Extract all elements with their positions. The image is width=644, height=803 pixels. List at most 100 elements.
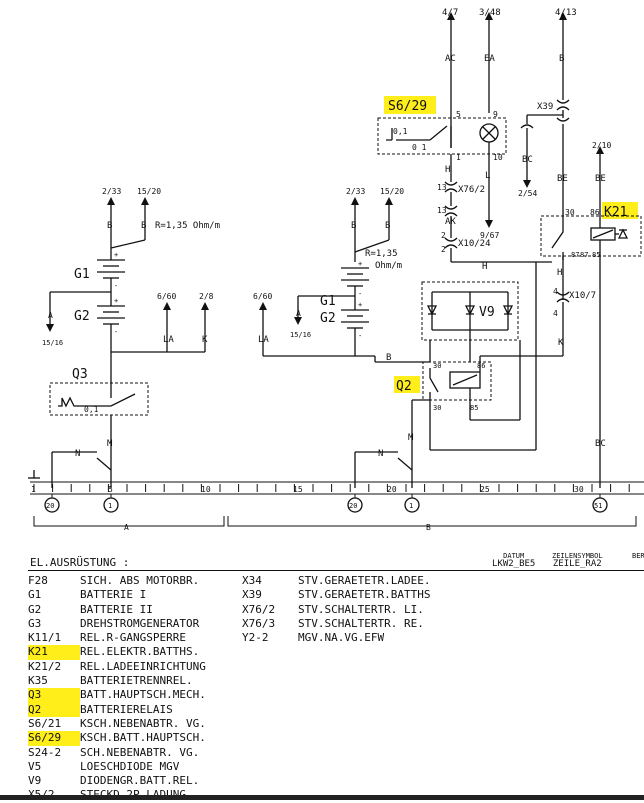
ref-233-m: 2/33 <box>346 187 365 196</box>
svg-text:H: H <box>557 268 562 278</box>
q2-highlight <box>394 376 420 393</box>
component-legend: EL.AUSRÜSTUNG : DATUM LKW2_BE5 ZEILENSYM… <box>0 548 644 803</box>
legend-row: G2 BATTERIE II <box>28 603 206 617</box>
wiring-schematic: 4/7 3/48 4/13 AC EA B S6/29 5 9 0,1 0 1 … <box>28 8 644 532</box>
k21-relay-box <box>540 215 642 257</box>
q3-switch-contact <box>58 386 136 408</box>
legend-code: X76/3 <box>242 616 276 630</box>
svg-text:K: K <box>202 335 208 345</box>
legend-code: G3 <box>28 616 42 630</box>
svg-text:A: A <box>48 311 53 320</box>
svg-text:10: 10 <box>493 153 503 162</box>
legend-code: G2 <box>28 602 42 616</box>
x107-label: X10/7 <box>569 291 596 301</box>
svg-text:30: 30 <box>433 362 441 370</box>
svg-text:0 1: 0 1 <box>412 143 427 152</box>
svg-text:5: 5 <box>456 110 461 119</box>
ref-1520-m: 15/20 <box>380 187 404 196</box>
svg-text:-: - <box>358 332 362 340</box>
ref-top-2: 3/48 <box>479 8 501 18</box>
svg-text:2: 2 <box>441 245 446 254</box>
legend-rule <box>28 570 644 571</box>
svg-text:2: 2 <box>441 231 446 240</box>
svg-text:M: M <box>408 433 414 443</box>
ref-660-l: 6/60 <box>157 292 176 301</box>
svg-text:1: 1 <box>31 485 36 494</box>
x762-connector <box>444 181 458 186</box>
g2-mid-label: G2 <box>320 311 336 326</box>
legend-code: S24-2 <box>28 745 62 759</box>
ref-254: 2/54 <box>518 189 537 198</box>
svg-text:A: A <box>296 309 301 318</box>
legend-code: Q2 <box>28 702 80 717</box>
column-ruler: 1 5 10 15 20 25 30 20 1 20 1 51 A B <box>30 481 644 532</box>
svg-text:Ohm/m: Ohm/m <box>375 261 402 271</box>
ref-28: 2/8 <box>199 292 214 301</box>
svg-text:N: N <box>378 449 383 459</box>
legend-code: K21 <box>28 645 80 660</box>
svg-text:B: B <box>107 221 112 231</box>
legend-code: G1 <box>28 588 42 602</box>
g1-left-label: G1 <box>74 267 90 282</box>
ref-top-3: 4/13 <box>555 8 577 18</box>
legend-description: STV.GERAETETR.BATTHS <box>298 588 431 602</box>
svg-text:87: 87 <box>580 251 588 259</box>
legend-description: STV.SCHALTERTR. LI. <box>298 602 424 616</box>
wire-ea: EA <box>484 54 495 64</box>
svg-text:+: + <box>114 297 118 305</box>
svg-text:13: 13 <box>437 183 447 192</box>
ref-967: 9/67 <box>480 231 499 240</box>
svg-text:BE: BE <box>557 174 568 184</box>
legend-description: SICH. ABS MOTORBR. <box>80 574 200 587</box>
svg-text:B: B <box>141 221 146 231</box>
svg-text:30: 30 <box>433 404 441 412</box>
legend-description: BATTERIE II <box>80 602 153 616</box>
svg-text:9: 9 <box>493 110 498 119</box>
legend-code: K21/2 <box>28 659 62 673</box>
svg-text:85: 85 <box>592 251 600 259</box>
q2-label: Q2 <box>396 379 412 394</box>
legend-description: DREHSTROMGENERATOR <box>80 616 200 630</box>
svg-text:-: - <box>114 282 118 290</box>
svg-text:1: 1 <box>108 502 112 510</box>
svg-text:K: K <box>558 338 564 348</box>
svg-text:4: 4 <box>553 309 558 318</box>
k21-label: K21 <box>604 205 627 220</box>
legend-description: REL.R-GANGSPERRE <box>80 631 186 645</box>
v9-label: V9 <box>479 305 495 320</box>
ref-210: 2/10 <box>592 141 611 150</box>
g1-mid-label: G1 <box>320 294 336 309</box>
x39-connector <box>556 99 570 104</box>
s629-switch-box <box>377 117 507 155</box>
legend-description: BATTERIETRENNREL. <box>80 674 193 688</box>
svg-text:5: 5 <box>108 485 113 494</box>
ground-symbol-icon <box>28 470 40 479</box>
svg-text:30: 30 <box>574 485 584 494</box>
x762-label: X76/2 <box>458 185 485 195</box>
x107-connector <box>556 291 570 296</box>
svg-text:H: H <box>445 165 450 175</box>
section-a: A <box>124 523 129 532</box>
svg-text:1: 1 <box>456 153 461 162</box>
svg-text:15: 15 <box>293 485 303 494</box>
diode-icon <box>464 305 476 316</box>
svg-text:85: 85 <box>470 404 478 412</box>
battery-left: 2/33 15/20 B B R=1,35 Ohm/m + - G1 A 15/… <box>42 187 220 488</box>
wire-ac: AC <box>445 54 456 64</box>
svg-text:25: 25 <box>480 485 490 494</box>
svg-text:R=1,35: R=1,35 <box>365 249 398 259</box>
svg-text:LA: LA <box>163 335 174 345</box>
